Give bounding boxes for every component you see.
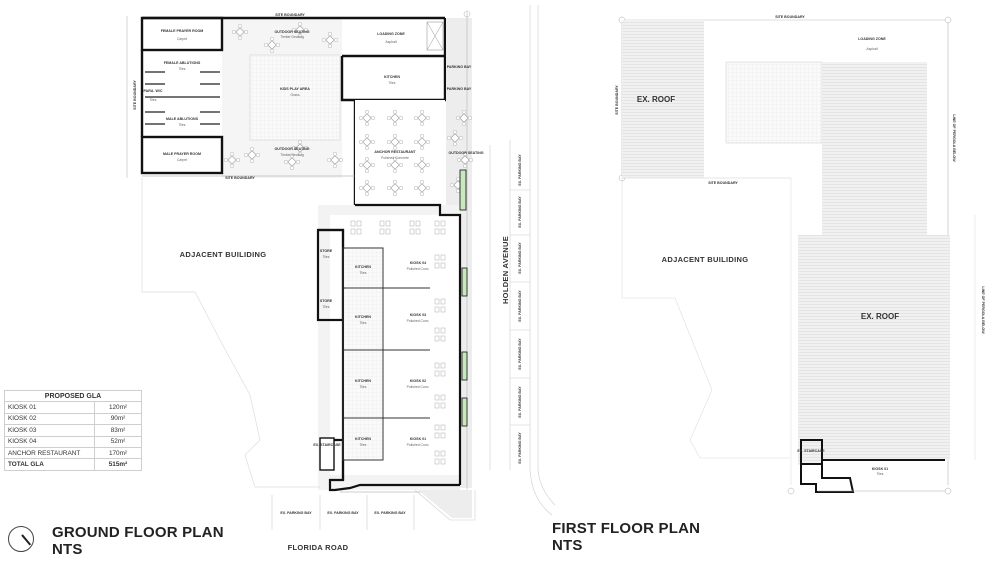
ground-floor-plan-title: GROUND FLOOR PLAN NTS — [52, 524, 224, 558]
site-boundary-label: SITE BOUNDARY — [133, 80, 137, 110]
room-finish: Tiles — [359, 443, 366, 447]
room-label: KITCHEN — [355, 437, 371, 441]
drawing-label: EX. PARKING BAY — [518, 338, 522, 370]
drawing-label: EX. PARKING BAY — [518, 154, 522, 186]
plan-title: FIRST FLOOR PLAN — [552, 520, 701, 537]
room-finish: Timber Decking — [280, 35, 304, 39]
street-label-holden-avenue: HOLDEN AVENUE — [501, 236, 510, 304]
room-finish: Tiles — [388, 81, 395, 85]
room-label: KITCHEN — [355, 379, 371, 383]
kiosk-finish: Tiles — [876, 472, 883, 476]
room-finish: Polished Concrete — [381, 156, 409, 160]
room-finish: Tiles — [359, 321, 366, 325]
room-label: KIOSK 02 — [410, 379, 426, 383]
room-finish: Tiles — [178, 123, 185, 127]
room-finish: Timber Decking — [280, 153, 304, 157]
room-label: LOADING ZONE — [377, 32, 405, 36]
room-label: KIOSK 04 — [410, 261, 426, 265]
drawing-label: EX. PARKING BAY — [518, 290, 522, 322]
existing-roof-area — [798, 62, 950, 465]
site-boundary-label: SITE BOUNDARY — [275, 13, 305, 17]
room-label: OUTDOOR SEATING — [274, 147, 309, 151]
pergola-line-label: LINE OF PERGOLA BELOW — [981, 286, 985, 334]
pergola-line-label: LINE OF PERGOLA BELOW — [952, 114, 956, 162]
room-label: FEMALE PRAYER ROOM — [161, 29, 204, 33]
room-finish: Tiles — [178, 67, 185, 71]
room-finish: Tiles — [322, 305, 329, 309]
adjacent-building-label: ADJACENT BUILIDING — [662, 255, 749, 264]
room-label: STORE — [320, 249, 333, 253]
parking-bay-label: PARKING BAY — [447, 65, 472, 69]
drawing-label: EX. PARKING BAY — [518, 242, 522, 274]
drawing-label: EX. PARKING BAY — [518, 432, 522, 464]
plan-scale: NTS — [52, 541, 83, 558]
room-label: OUTDOOR SEATING — [274, 30, 309, 34]
room-label: MALE PRAYER ROOM — [163, 152, 201, 156]
ex-roof-label: EX. ROOF — [637, 95, 675, 104]
room-label: EX. STAIRCASE — [313, 443, 341, 447]
site-boundary-label: SITE BOUNDARY — [615, 85, 619, 115]
street-label-florida-road: FLORIDA ROAD — [288, 543, 349, 552]
drawing-label: EX. PARKING BAY — [280, 511, 312, 515]
room-finish: Polished Conc. — [407, 267, 430, 271]
room-finish: Polished Conc. — [407, 385, 430, 389]
drawing-label: EX. PARKING BAY — [518, 196, 522, 228]
room-finish: Polished Conc. — [407, 319, 430, 323]
room-label: MALE ABLUTIONS — [166, 117, 199, 121]
room-label: OUTDOOR SEATING — [448, 151, 483, 155]
site-boundary-label: SITE BOUNDARY — [708, 181, 738, 185]
room-label: KIDS PLAY AREA — [280, 87, 310, 91]
drawing-label: EX. PARKING BAY — [518, 386, 522, 418]
room-finish: Carpet — [177, 158, 187, 162]
ex-parking-bay-labels: EX. PARKING BAY EX. PARKING BAY EX. PARK… — [280, 154, 522, 515]
plan-scale: NTS — [552, 537, 583, 554]
room-label: KIOSK 01 — [410, 437, 426, 441]
ex-roof-label: EX. ROOF — [861, 312, 899, 321]
room-finish: Grass — [290, 93, 299, 97]
room-label: KITCHEN — [384, 75, 400, 79]
site-boundary-label: SITE BOUNDARY — [775, 15, 805, 19]
gla-table-title: PROPOSED GLA — [4, 389, 142, 403]
drawing-label: EX. PARKING BAY — [374, 511, 406, 515]
parking-bay-label: PARKING BAY — [447, 87, 472, 91]
loading-zone-finish: Asphalt — [866, 47, 877, 51]
room-finish: Tiles — [359, 271, 366, 275]
room-label: STORE — [320, 299, 333, 303]
kids-play-area — [249, 54, 341, 141]
room-label: ANCHOR RESTAURANT — [374, 150, 416, 154]
room-finish: Asphalt — [385, 40, 396, 44]
room-label: PARA. W/C — [144, 89, 163, 93]
site-boundary-label: SITE BOUNDARY — [225, 176, 255, 180]
room-label: FEMALE ABLUTIONS — [164, 61, 201, 65]
existing-roof-area — [622, 20, 704, 178]
room-finish: Carpet — [177, 37, 187, 41]
room-finish: Tiles — [322, 255, 329, 259]
room-finish: Polished Conc. — [407, 443, 430, 447]
room-label: KITCHEN — [355, 315, 371, 319]
first-floor-plan: SITE BOUNDARY SITE BOUNDARY SITE BOUNDAR… — [615, 15, 985, 495]
room-finish: Tiles — [149, 98, 156, 102]
loading-zone-label: LOADING ZONE — [858, 37, 886, 41]
plan-title: GROUND FLOOR PLAN — [52, 524, 224, 541]
staircase-label: EX. STAIRCASE — [797, 449, 825, 453]
kiosk-label: KIOSK 01 — [872, 467, 888, 471]
north-arrow-icon — [8, 526, 34, 552]
adjacent-building-label: ADJACENT BUILIDING — [180, 250, 267, 259]
room-label: KIOSK 03 — [410, 313, 426, 317]
room-label: KITCHEN — [355, 265, 371, 269]
drawing-label: EX. PARKING BAY — [327, 511, 359, 515]
first-floor-plan-title: FIRST FLOOR PLAN NTS — [552, 520, 700, 554]
room-finish: Tiles — [359, 385, 366, 389]
